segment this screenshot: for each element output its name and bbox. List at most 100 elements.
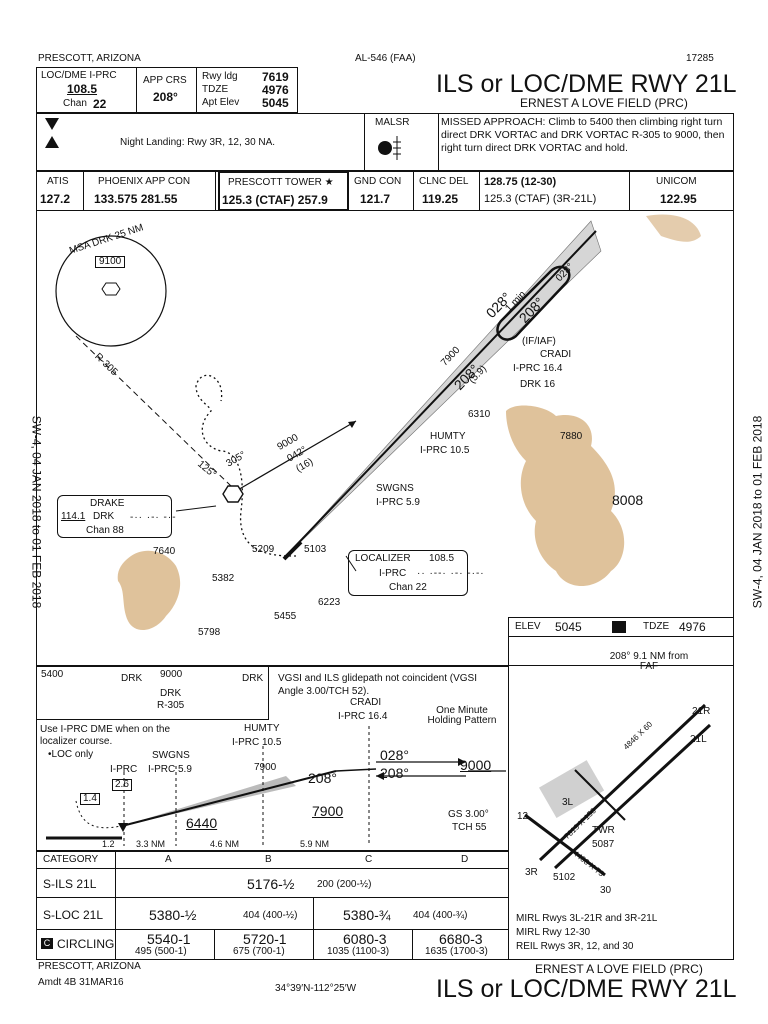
chart-id: AL-546 (FAA) bbox=[355, 53, 416, 64]
msa-altitude: 9100 bbox=[95, 256, 126, 268]
elevation-5455: 5455 bbox=[274, 611, 297, 622]
loc-morse-code: ·· ·--· ·-· -·-· bbox=[417, 568, 485, 579]
loc-only-note: •LOC only bbox=[48, 749, 94, 760]
drake-vortac-symbol bbox=[222, 485, 244, 503]
elevation-5382: 5382 bbox=[212, 573, 235, 584]
r305-radial bbox=[75, 335, 232, 487]
rwy-3r-label: 3R bbox=[525, 867, 538, 878]
category-label: CATEGORY bbox=[43, 854, 99, 865]
notes-row: Night Landing: Rwy 3R, 12, 30 NA. MALSR … bbox=[36, 113, 734, 171]
missed-icon-drk-3: DRK bbox=[242, 673, 264, 684]
missed-icon-r305: R-305 bbox=[157, 700, 185, 711]
rwy-12-label: 12 bbox=[517, 811, 529, 822]
profile-tch: TCH 55 bbox=[452, 822, 487, 833]
comm-label-clnc: CLNC DEL bbox=[419, 176, 469, 187]
holding-pattern bbox=[496, 265, 571, 341]
comm-label-app: PHOENIX APP CON bbox=[98, 176, 191, 187]
missed-icon-9000: 9000 bbox=[160, 669, 183, 680]
airport-elev-bar: ELEV 5045 TDZE 4976 bbox=[508, 617, 734, 637]
drake-chan: Chan 88 bbox=[86, 525, 124, 536]
side-note-right: SW-4, 04 JAN 2018 to 01 FEB 2018 bbox=[750, 415, 765, 609]
app-crs-label: APP CRS bbox=[143, 75, 187, 86]
airport-name: ERNEST A LOVE FIELD (PRC) bbox=[520, 96, 688, 110]
cat-d: D bbox=[461, 854, 469, 865]
comm-label-tower: PRESCOTT TOWER ★ bbox=[228, 177, 334, 188]
malsr-label: MALSR bbox=[375, 117, 410, 128]
profile-iprc-dme: 2.6 bbox=[112, 779, 132, 791]
circ-b-mda: 5720-1 bbox=[243, 931, 287, 947]
row-label-sils: S-ILS 21L bbox=[43, 877, 97, 891]
elevation-7880: 7880 bbox=[560, 431, 583, 442]
missed-icons-strip bbox=[36, 666, 269, 720]
elevation-8008: 8008 bbox=[612, 492, 644, 508]
procedure-number: 17285 bbox=[686, 53, 714, 64]
apt-elev-value: 5045 bbox=[262, 96, 289, 110]
comm-value-app: 133.575 281.55 bbox=[94, 192, 178, 206]
profile-glidepath bbox=[46, 726, 506, 846]
takeoff-minimums-icon bbox=[45, 118, 59, 130]
loc-freq: 108.5 bbox=[67, 82, 98, 96]
apt-elev-label: Apt Elev bbox=[202, 97, 240, 108]
profile-swgns-dme: I-PRC 5.9 bbox=[148, 764, 192, 775]
one-minute-hold-note: One Minute Holding Pattern bbox=[427, 705, 497, 726]
footer-city: PRESCOTT, ARIZONA bbox=[38, 961, 141, 972]
briefing-strip: LOC/DME I-PRC 108.5 Chan 22 APP CRS 208°… bbox=[36, 67, 298, 113]
minimums-table: CATEGORY A B C D S-ILS 21L 5176-½ 200 (2… bbox=[36, 851, 509, 960]
cat-a: A bbox=[165, 854, 172, 865]
rwy-3l-label: 3L bbox=[562, 797, 574, 808]
swgns-name: SWGNS bbox=[376, 483, 414, 494]
circ-d-hat: 1635 (1700-3) bbox=[425, 946, 488, 957]
cat-c: C bbox=[365, 854, 373, 865]
rwy-21l-label: 21L bbox=[690, 734, 707, 745]
elevation-6310: 6310 bbox=[468, 409, 491, 420]
sloc-cd-mda: 5380-¾ bbox=[343, 907, 391, 923]
elevation-7640: 7640 bbox=[153, 546, 176, 557]
elev-value: 5045 bbox=[555, 620, 582, 634]
profile-alt-7900: 7900 bbox=[312, 803, 344, 819]
tdze-value: 4976 bbox=[262, 83, 289, 97]
chan-value: 22 bbox=[93, 97, 107, 111]
profile-humty-dme: I-PRC 10.5 bbox=[232, 737, 282, 748]
drake-name: DRAKE bbox=[90, 498, 125, 509]
cradi-dme: I-PRC 16.4 bbox=[513, 363, 563, 374]
humty-name: HUMTY bbox=[430, 431, 466, 442]
circ-d-mda: 6680-3 bbox=[439, 931, 483, 947]
d-symbol-icon bbox=[612, 621, 626, 633]
comm-value-tower-2: 125.3 (CTAF) (3R-21L) bbox=[484, 193, 597, 205]
tdze-label-2: TDZE bbox=[643, 621, 670, 632]
sloc-ab-hat: 404 (400-½) bbox=[243, 910, 298, 921]
rwy-21r-label: 21R bbox=[692, 706, 711, 717]
malsr-lighting-icon bbox=[378, 136, 401, 160]
footer-amdt: Amdt 4B 31MAR16 bbox=[38, 977, 124, 988]
tower-elev: 5087 bbox=[592, 839, 615, 850]
loc-box-id: I-PRC bbox=[379, 568, 407, 579]
comm-label-unicom: UNICOM bbox=[656, 176, 697, 187]
profile-gs: GS 3.00° bbox=[448, 809, 489, 820]
swgns-dme: I-PRC 5.9 bbox=[376, 497, 420, 508]
lighting-note-2: MIRL Rwy 12-30 bbox=[516, 927, 591, 938]
airport-runways bbox=[524, 703, 712, 877]
comm-value-unicom: 122.95 bbox=[660, 192, 697, 206]
comm-value-atis: 127.2 bbox=[40, 192, 71, 206]
plan-view bbox=[36, 211, 734, 666]
rwy-30-label: 30 bbox=[600, 885, 612, 896]
vgsi-note: VGSI and ILS glidepath not coincident (V… bbox=[278, 673, 478, 697]
missed-approach-path bbox=[195, 374, 297, 557]
loc-label: LOC/DME I-PRC bbox=[41, 70, 117, 81]
sils-ha: 200 (200-½) bbox=[317, 879, 372, 890]
drake-freq: 114.1 bbox=[61, 511, 86, 522]
profile-dist-3: 4.6 NM bbox=[210, 839, 240, 849]
profile-iprc: I-PRC bbox=[110, 764, 138, 775]
circ-a-hat: 495 (500-1) bbox=[135, 946, 187, 957]
profile-out-alt: 9000 bbox=[460, 757, 492, 773]
feeder-route bbox=[235, 420, 357, 492]
sloc-cd-hat: 404 (400-¾) bbox=[413, 910, 468, 921]
c-symbol-icon: C bbox=[41, 938, 53, 949]
cradi-iaf: (IF/IAF) bbox=[522, 336, 556, 347]
tdze-value-2: 4976 bbox=[679, 620, 706, 634]
profile-dist-4: 5.9 NM bbox=[300, 839, 330, 849]
profile-in-crs-2: 208° bbox=[308, 770, 337, 786]
comm-label-atis: ATIS bbox=[47, 176, 69, 187]
elevation-5103: 5103 bbox=[304, 544, 327, 555]
